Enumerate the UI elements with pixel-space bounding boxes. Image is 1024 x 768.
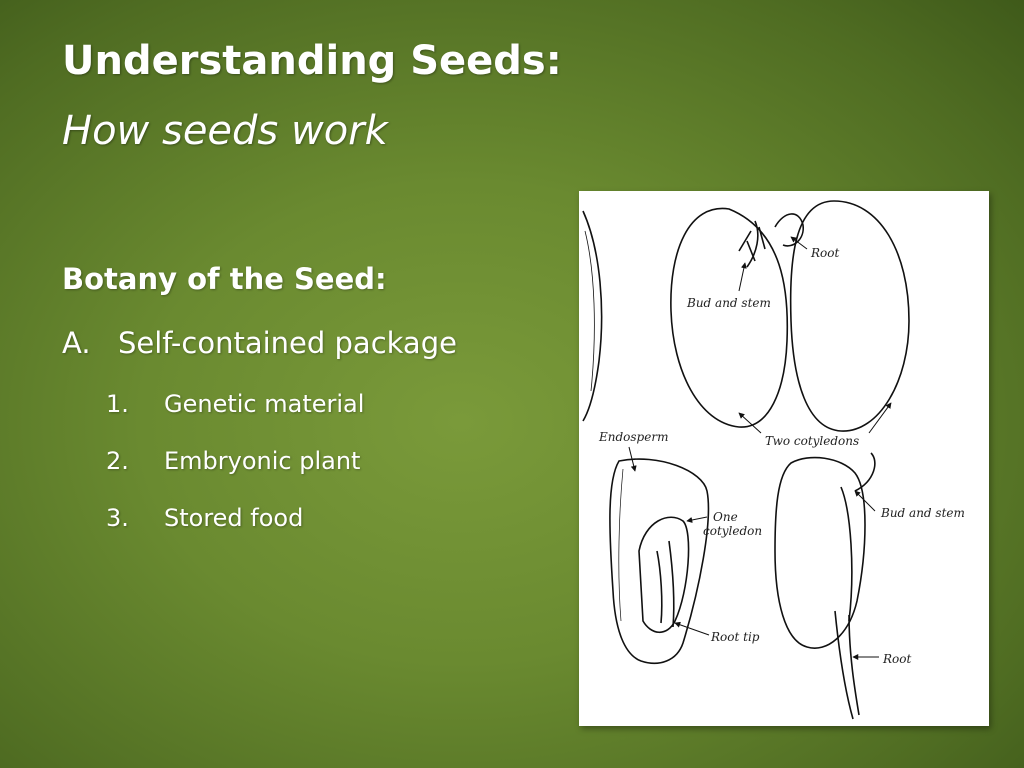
- label-root-bottom: Root: [882, 652, 911, 666]
- partial-seed-outline: [582, 210, 603, 422]
- label-one: One: [713, 510, 738, 524]
- label-root-top: Root: [810, 246, 839, 260]
- bean-embryo-bud: [738, 220, 766, 268]
- arrow-root-top: [790, 236, 808, 250]
- corn-seed-outline: [609, 458, 710, 665]
- arrow-two-cotyledons-left: [738, 412, 762, 434]
- corn-endosperm-hatching: [618, 468, 624, 622]
- label-bud-stem-top: Bud and stem: [686, 296, 771, 310]
- outline-item-a: A. Self-contained package: [62, 326, 457, 360]
- arrow-one-cotyledon: [686, 516, 708, 523]
- subpoint-list: 1. Genetic material 2. Embryonic plant 3. S…: [106, 390, 364, 561]
- germinating-seed-outline: [774, 456, 866, 649]
- seed-diagram-figure: Root Bud and stem Two cotyledons Endospe…: [579, 191, 989, 726]
- corn-embryo: [638, 516, 690, 634]
- arrow-bud-stem-bottom: [854, 490, 876, 512]
- germinating-root-line-1: [834, 610, 854, 720]
- subpoint-text: Stored food: [164, 504, 304, 532]
- subpoint-number: 3.: [106, 504, 129, 532]
- slide-title: Understanding Seeds:: [62, 38, 562, 84]
- germinating-shoot: [840, 486, 853, 622]
- bean-left-cotyledon: [670, 207, 789, 428]
- bean-right-cotyledon: [789, 200, 910, 432]
- arrow-two-cotyledons-right: [868, 402, 892, 434]
- subpoint-number: 2.: [106, 447, 129, 475]
- section-heading: Botany of the Seed:: [62, 262, 387, 296]
- arrow-bud-stem-top: [738, 262, 747, 292]
- subpoint-item: 1. Genetic material: [106, 390, 364, 447]
- subpoint-item: 3. Stored food: [106, 504, 364, 561]
- subpoint-text: Embryonic plant: [164, 447, 361, 475]
- germinating-bud: [854, 452, 876, 492]
- label-root-tip: Root tip: [710, 630, 760, 644]
- seed-diagram-svg: Root Bud and stem Two cotyledons Endospe…: [582, 200, 965, 720]
- subpoint-text: Genetic material: [164, 390, 365, 418]
- subpoint-number: 1.: [106, 390, 129, 418]
- partial-seed-shading: [584, 230, 595, 392]
- subpoint-item: 2. Embryonic plant: [106, 447, 364, 504]
- slide-subtitle: How seeds work: [62, 108, 388, 154]
- arrow-endosperm: [628, 446, 637, 472]
- label-endosperm: Endosperm: [598, 430, 668, 444]
- bean-embryo-root: [774, 213, 804, 247]
- outline-text-a: Self-contained package: [118, 326, 457, 360]
- arrow-root-tip: [674, 621, 710, 636]
- label-two-cotyledons: Two cotyledons: [765, 434, 859, 448]
- outline-marker-a: A.: [62, 326, 91, 360]
- label-cotyledon: cotyledon: [703, 524, 762, 538]
- corn-embryo-detail: [656, 540, 675, 628]
- germinating-root-line-2: [848, 614, 860, 716]
- label-bud-stem-bottom: Bud and stem: [880, 506, 965, 520]
